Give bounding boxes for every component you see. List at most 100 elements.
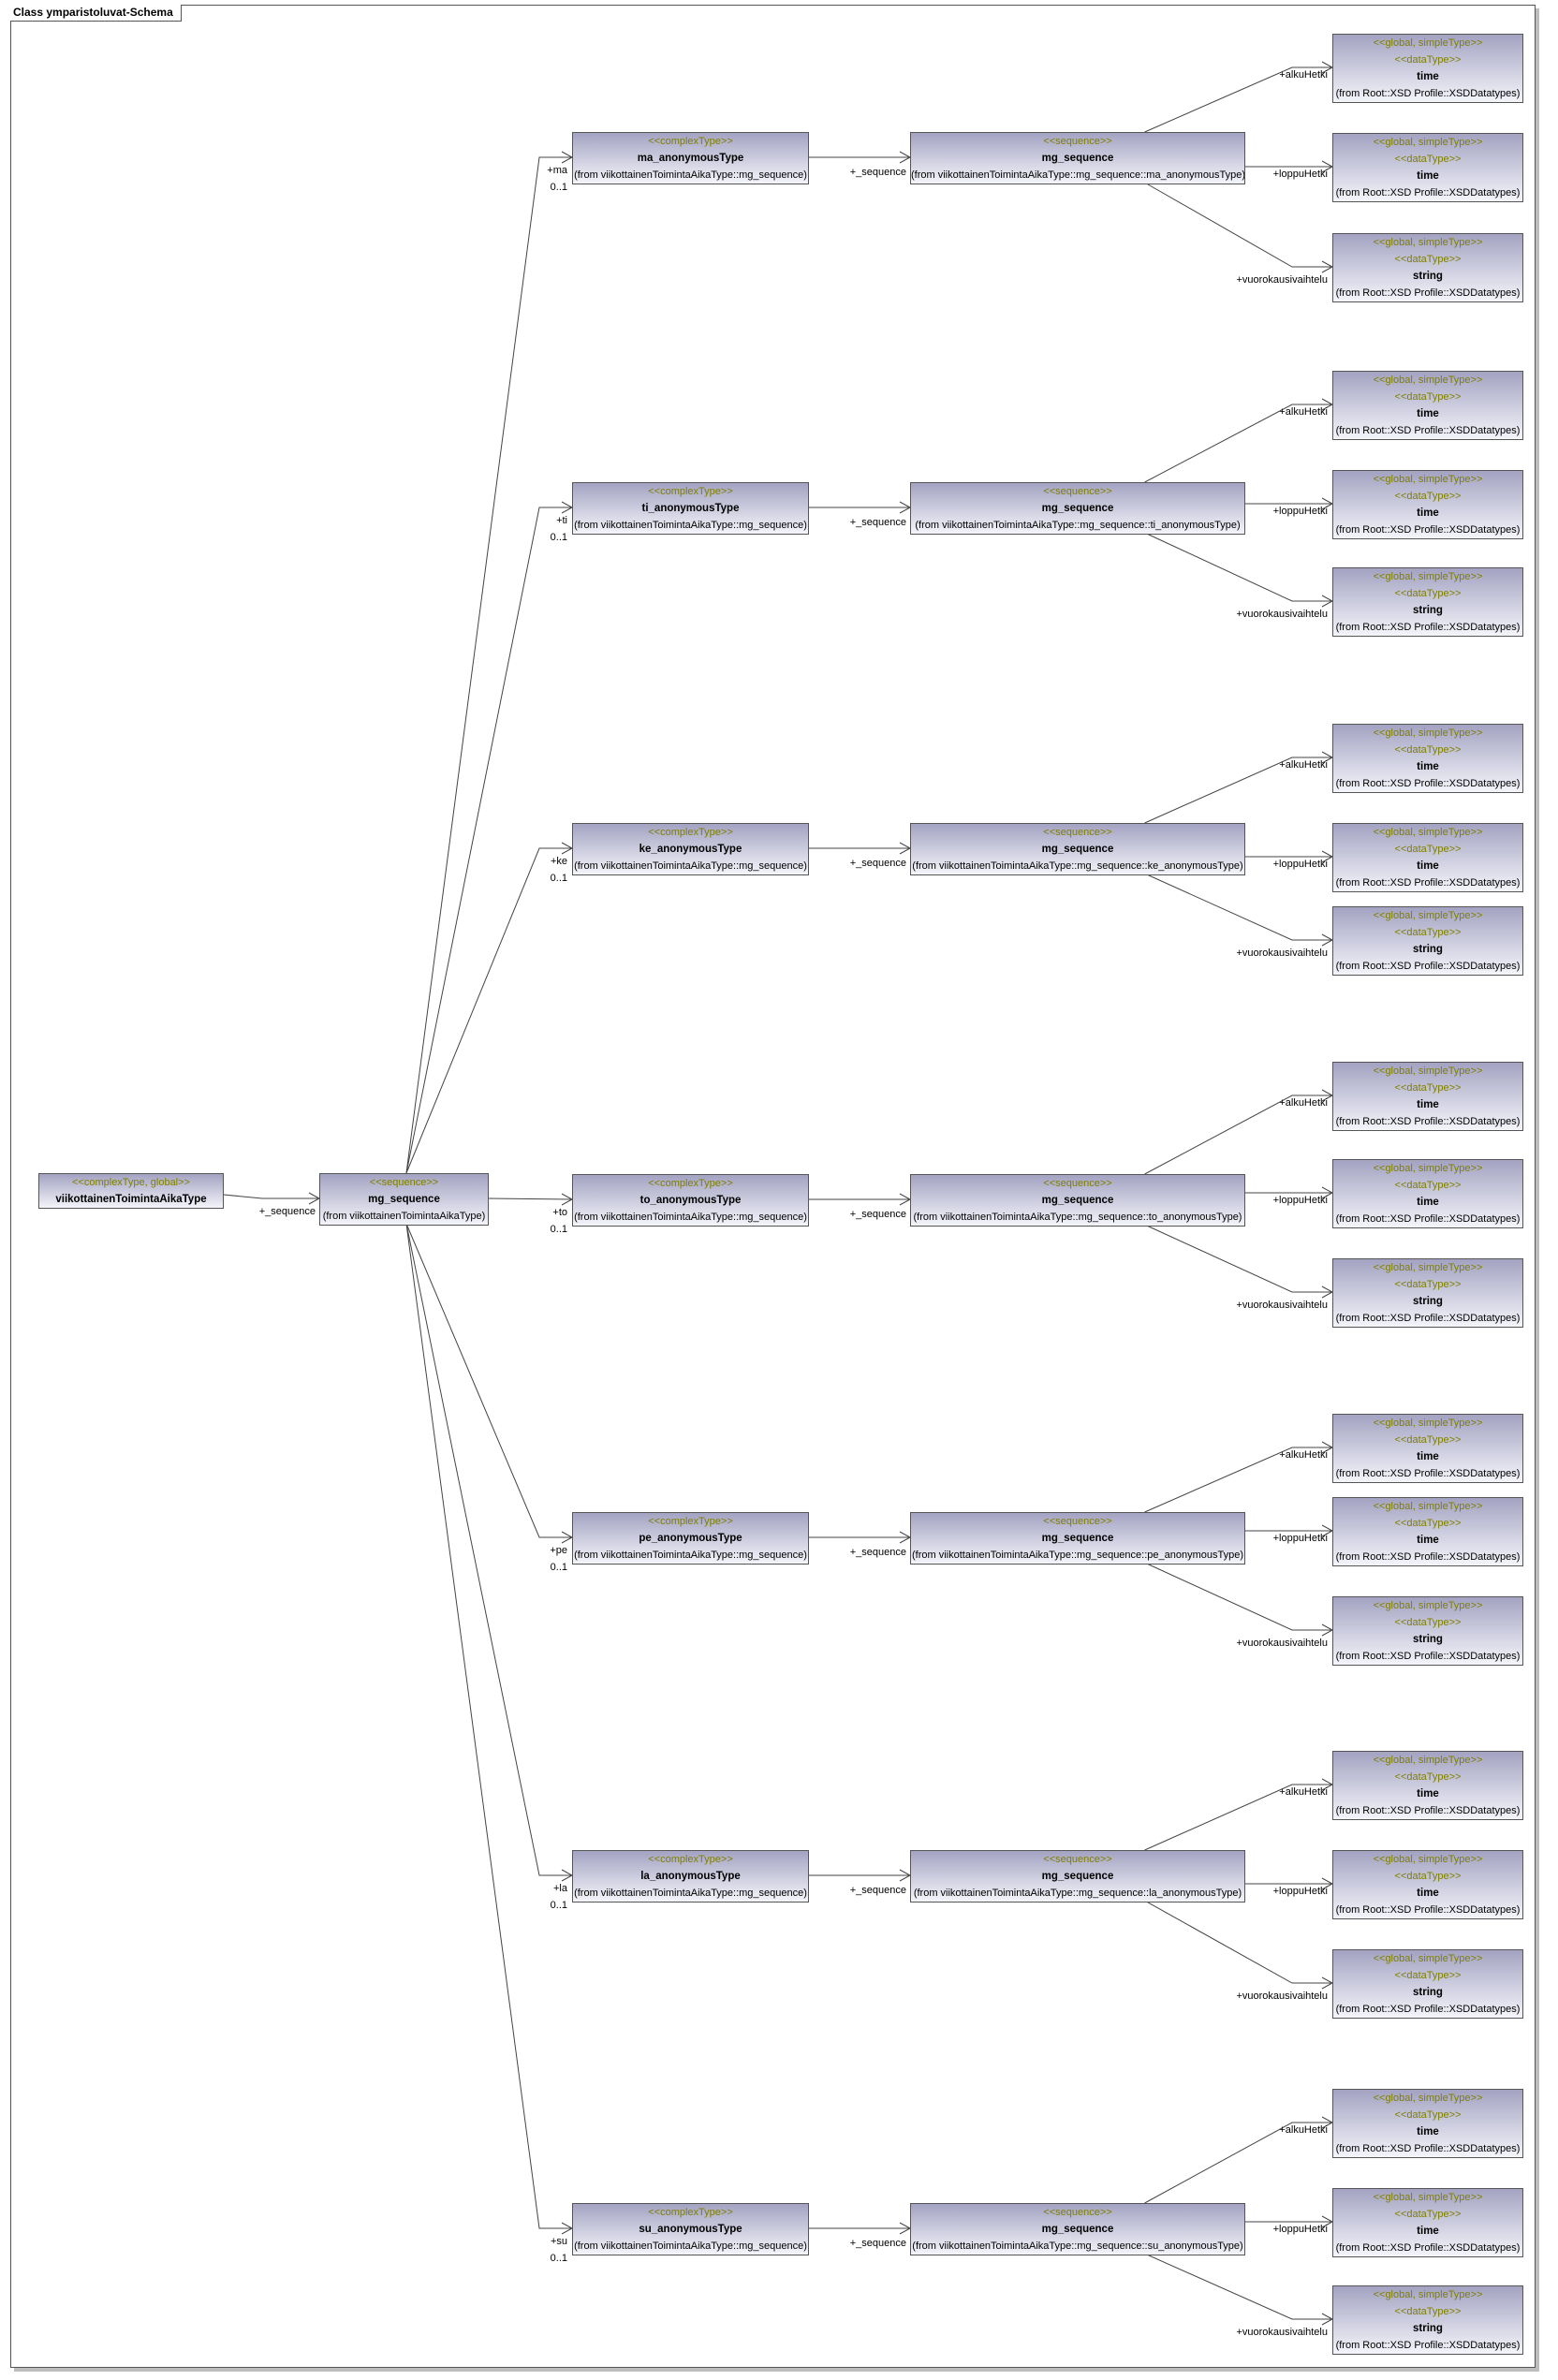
namespace: (from viikottainenToimintaAikaType::mg_s… [915,520,1241,531]
sequence-box-ti[interactable]: <<sequence>>mg_sequence(from viikottaine… [910,482,1245,535]
datatype-time-la-1[interactable]: <<global, simpleType>><<dataType>>time(f… [1332,1850,1523,1919]
link-to-alkuHetki [1144,1095,1332,1175]
class-name: su_anonymousType [639,2224,742,2235]
attribute-role-ti-2: +vuorokausivaihtelu [1236,609,1328,620]
datatype-time-ma-1[interactable]: <<global, simpleType>><<dataType>>time(f… [1332,133,1523,202]
complex-type-pe[interactable]: <<complexType>>pe_anonymousType(from vii… [572,1512,809,1565]
namespace: (from Root::XSD Profile::XSDDatatypes) [1335,425,1521,436]
namespace: (from Root::XSD Profile::XSDDatatypes) [1335,877,1521,889]
datatype-time-ti-0[interactable]: <<global, simpleType>><<dataType>>time(f… [1332,371,1523,440]
attribute-role-ma-1: +loppuHetki [1272,169,1328,180]
main-sequence-box[interactable]: <<sequence>>mg_sequence(from viikottaine… [319,1173,489,1226]
stereotype: <<dataType>> [1394,588,1462,599]
attribute-role-pe-1: +loppuHetki [1272,1533,1328,1544]
stereotype: <<complexType>> [648,827,733,838]
attribute-role-to-0: +alkuHetki [1279,1097,1328,1109]
multiplicity-ma: 0..1 [550,182,567,193]
datatype-time-ti-1[interactable]: <<global, simpleType>><<dataType>>time(f… [1332,470,1523,539]
sequence-box-to[interactable]: <<sequence>>mg_sequence(from viikottaine… [910,1174,1245,1227]
stereotype: <<dataType>> [1394,2209,1462,2220]
link-ti-alkuHetki [1144,404,1332,483]
stereotype: <<global, simpleType>> [1373,375,1483,386]
datatype-string-la-2[interactable]: <<global, simpleType>><<dataType>>string… [1332,1949,1523,2019]
datatype-time-pe-1[interactable]: <<global, simpleType>><<dataType>>time(f… [1332,1497,1523,1566]
datatype-string-ma-2[interactable]: <<global, simpleType>><<dataType>>string… [1332,233,1523,302]
datatype-time-su-0[interactable]: <<global, simpleType>><<dataType>>time(f… [1332,2089,1523,2158]
type-name: time [1417,1788,1439,1800]
complex-type-ti[interactable]: <<complexType>>ti_anonymousType(from vii… [572,482,809,535]
class-name: mg_sequence [1041,2224,1114,2235]
type-name: time [1417,1535,1439,1546]
namespace: (from viikottainenToimintaAikaType::mg_s… [574,860,807,872]
datatype-string-ke-2[interactable]: <<global, simpleType>><<dataType>>string… [1332,906,1523,976]
datatype-time-ma-0[interactable]: <<global, simpleType>><<dataType>>time(f… [1332,34,1523,103]
stereotype: <<global, simpleType>> [1373,2093,1483,2104]
complex-type-ma[interactable]: <<complexType>>ma_anonymousType(from vii… [572,132,809,184]
stereotype: <<dataType>> [1394,1970,1462,1981]
stereotype: <<dataType>> [1394,1771,1462,1783]
datatype-string-pe-2[interactable]: <<global, simpleType>><<dataType>>string… [1332,1596,1523,1666]
complex-type-la[interactable]: <<complexType>>la_anonymousType(from vii… [572,1850,809,1903]
stereotype: <<global, simpleType>> [1373,1163,1483,1174]
complex-type-su[interactable]: <<complexType>>su_anonymousType(from vii… [572,2203,809,2255]
type-name: time [1417,860,1439,872]
sequence-role-pe: +_sequence [849,1547,906,1558]
stereotype: <<global, simpleType>> [1373,571,1483,582]
stereotype: <<sequence>> [1043,1854,1112,1865]
link-ma-vuorokausivaihtelu [1144,182,1332,268]
namespace: (from viikottainenToimintaAikaType::mg_s… [913,1888,1242,1899]
namespace: (from viikottainenToimintaAikaType::mg_s… [574,1212,807,1223]
sequence-box-su[interactable]: <<sequence>>mg_sequence(from viikottaine… [910,2203,1245,2255]
sequence-box-la[interactable]: <<sequence>> mg_sequence (from viikottaine… [910,1850,1245,1903]
sequence-box-ke[interactable]: <<sequence>>mg_sequence(from viikottaine… [910,823,1245,875]
attribute-role-pe-0: +alkuHetki [1279,1449,1328,1461]
sequence-role-su: +_sequence [849,2238,906,2249]
stereotype: <<dataType>> [1394,1082,1462,1094]
namespace: (from viikottainenToimintaAikaType::mg_s… [911,1550,1244,1561]
stereotype: <<global, simpleType>> [1373,1854,1483,1865]
sequence-box-pe[interactable]: <<sequence>>mg_sequence(from viikottaine… [910,1512,1245,1565]
namespace: (from viikottainenToimintaAikaType::mg_s… [574,1550,807,1561]
class-name: mg_sequence [1041,1871,1114,1882]
stereotype: <<global, simpleType>> [1373,1065,1483,1077]
attribute-role-la-0: +alkuHetki [1279,1786,1328,1798]
datatype-string-to-2[interactable]: <<global, simpleType>><<dataType>>string… [1332,1258,1523,1328]
stereotype: <<complexType>> [648,1854,733,1865]
stereotype: <<global, simpleType>> [1373,237,1483,248]
namespace: (from Root::XSD Profile::XSDDatatypes) [1335,1651,1521,1662]
stereotype: <<sequence>> [1043,486,1112,497]
link-main-to-la [405,1223,572,1876]
datatype-string-su-2[interactable]: <<global, simpleType>><<dataType>>string… [1332,2285,1523,2355]
type-name: time [1417,761,1439,772]
stereotype: <<dataType>> [1394,1518,1462,1529]
class-name: mg_sequence [1041,1195,1114,1206]
datatype-time-pe-0[interactable]: <<global, simpleType>><<dataType>>time(f… [1332,1414,1523,1483]
link-ti-vuorokausivaihtelu [1144,532,1332,602]
stereotype: <<dataType>> [1394,1279,1462,1290]
datatype-time-to-1[interactable]: <<global, simpleType>><<dataType>>time(f… [1332,1159,1523,1228]
namespace: (from viikottainenToimintaAikaType::mg_s… [912,2240,1243,2252]
root-class-viikottainenToimintaAikaType[interactable]: <<complexType, global>>viikottainenToimi… [38,1173,224,1209]
datatype-time-su-1[interactable]: <<global, simpleType>><<dataType>>time(f… [1332,2188,1523,2257]
datatype-string-ti-2[interactable]: <<global, simpleType>><<dataType>>string… [1332,567,1523,637]
class-name: mg_sequence [368,1194,440,1205]
datatype-time-ke-1[interactable]: <<global, simpleType>><<dataType>>time(f… [1332,823,1523,892]
multiplicity-ke: 0..1 [550,873,567,884]
namespace: (from Root::XSD Profile::XSDDatatypes) [1335,622,1521,633]
datatype-time-la-0[interactable]: <<global, simpleType>><<dataType>>time(f… [1332,1751,1523,1820]
complex-type-ke[interactable]: <<complexType>>ke_anonymousType(from vii… [572,823,809,875]
datatype-time-to-0[interactable]: <<global, simpleType>><<dataType>>time(f… [1332,1062,1523,1131]
namespace: (from viikottainenToimintaAikaType::mg_s… [574,1888,807,1899]
namespace: (from Root::XSD Profile::XSDDatatypes) [1335,88,1521,99]
attribute-role-ke-0: +alkuHetki [1279,759,1328,771]
sequence-box-ma[interactable]: <<sequence>>mg_sequence(from viikottaine… [910,132,1245,184]
complex-type-to[interactable]: <<complexType>>to_anonymousType(from vii… [572,1174,809,1227]
namespace: (from Root::XSD Profile::XSDDatatypes) [1335,1805,1521,1816]
attribute-role-su-2: +vuorokausivaihtelu [1236,2327,1328,2338]
stereotype: <<global, simpleType>> [1373,1501,1483,1512]
diagram-title: Class ymparistoluvat-Schema [10,5,182,22]
stereotype: <<sequence>> [1043,1516,1112,1527]
datatype-time-ke-0[interactable]: <<global, simpleType>><<dataType>>time(f… [1332,724,1523,793]
role-ti: +ti [556,515,567,526]
stereotype: <<global, simpleType>> [1373,2289,1483,2300]
